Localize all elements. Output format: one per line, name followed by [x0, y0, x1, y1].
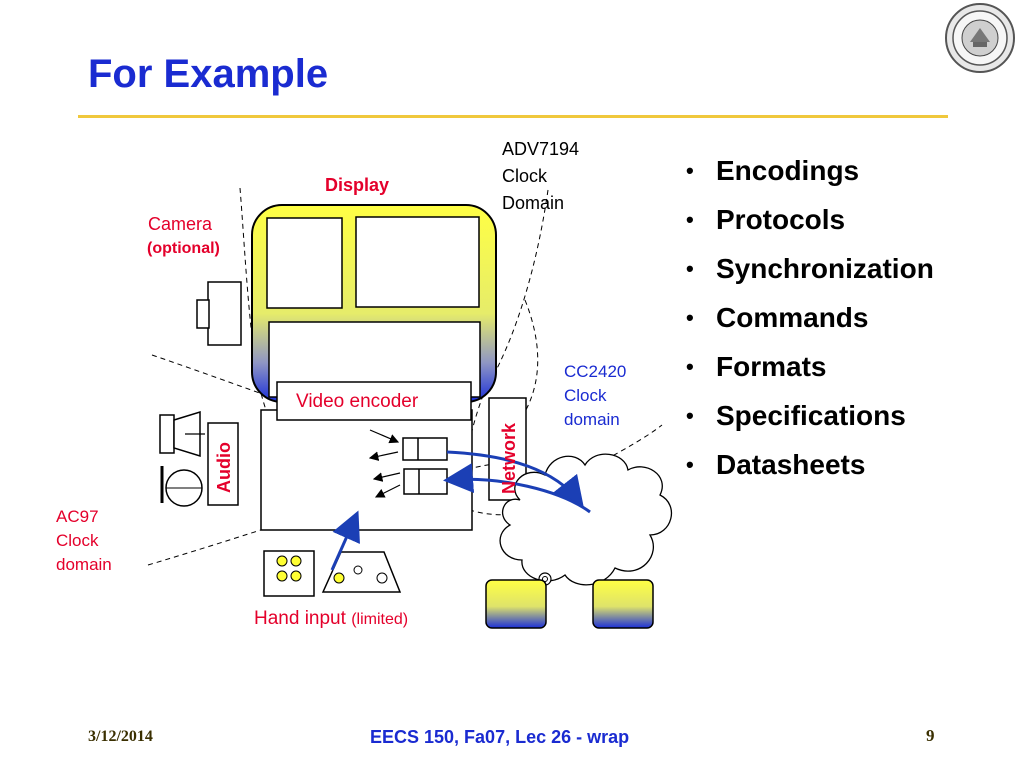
- ac97-domain-line-2: Clock: [56, 531, 99, 550]
- microphone-icon: [160, 466, 203, 507]
- network-arrow-in: [443, 463, 591, 514]
- controller-icon: [321, 551, 402, 593]
- hand-input-arrow: [330, 510, 360, 571]
- hand-input-label: Hand input (limited): [254, 608, 408, 630]
- adv7194-domain-line-1: ADV7194: [502, 139, 580, 159]
- hand-input-limited: (limited): [351, 611, 409, 628]
- left-node-pad: [485, 579, 547, 629]
- network-cloud: [499, 453, 672, 586]
- network-arrow-out: [446, 450, 584, 507]
- ac97-domain-line-1: AC97: [56, 507, 99, 526]
- bullet-item: •Datasheets: [686, 440, 934, 489]
- cc2420-domain-line-3: domain: [564, 410, 620, 429]
- slide-title: For Example: [88, 52, 329, 96]
- bullet-item: •Specifications: [686, 391, 934, 440]
- video-encoder-box: [276, 381, 472, 421]
- adv7194-domain-line-3: Domain: [502, 193, 565, 213]
- bullet-item: •Protocols: [686, 195, 934, 244]
- bullet-dot-icon: •: [686, 256, 694, 281]
- audio-box: [207, 422, 239, 506]
- cc2420-domain-line-2: Clock: [564, 386, 607, 405]
- adv7194-domain-line-2: Clock: [502, 166, 548, 186]
- bullet-dot-icon: •: [686, 207, 694, 232]
- camera-label: Camera: [148, 214, 213, 234]
- cc2420-domain-line-1: CC2420: [564, 362, 627, 381]
- speaker-icon: [159, 410, 205, 458]
- footer-page-number: 9: [926, 726, 935, 745]
- bullet-dot-icon: •: [686, 354, 694, 379]
- bullet-dot-icon: •: [686, 452, 694, 477]
- bullet-item: •Encodings: [686, 146, 934, 195]
- right-node-pad: [592, 579, 654, 629]
- keypad-icon: [263, 550, 315, 597]
- network-label: Network: [499, 422, 519, 494]
- camera-optional-label: (optional): [147, 240, 220, 257]
- hand-input-text: Hand input: [254, 608, 346, 629]
- chip-bottom: [403, 468, 448, 495]
- audio-label: Audio: [214, 442, 234, 493]
- bullet-dot-icon: •: [686, 305, 694, 330]
- bullet-item: •Formats: [686, 342, 934, 391]
- bullet-dot-icon: •: [686, 158, 694, 183]
- footer-date: 3/12/2014: [88, 728, 153, 745]
- university-seal-logo: [945, 3, 1015, 73]
- display-window-1: [266, 217, 343, 309]
- footer-course: EECS 150, Fa07, Lec 26 - wrap: [370, 727, 630, 747]
- bullet-item: •Commands: [686, 293, 934, 342]
- topic-bullet-list: •Encodings •Protocols •Synchronization •…: [686, 146, 934, 489]
- ac97-domain-line-3: domain: [56, 555, 112, 574]
- bullet-dot-icon: •: [686, 403, 694, 428]
- bullet-item: •Synchronization: [686, 244, 934, 293]
- video-encoder-label: Video encoder: [296, 391, 419, 412]
- camera-icon: [196, 281, 242, 346]
- chip-top: [402, 437, 448, 461]
- display-window-2: [355, 216, 480, 308]
- title-underline: [78, 115, 948, 118]
- display-label: Display: [325, 175, 390, 195]
